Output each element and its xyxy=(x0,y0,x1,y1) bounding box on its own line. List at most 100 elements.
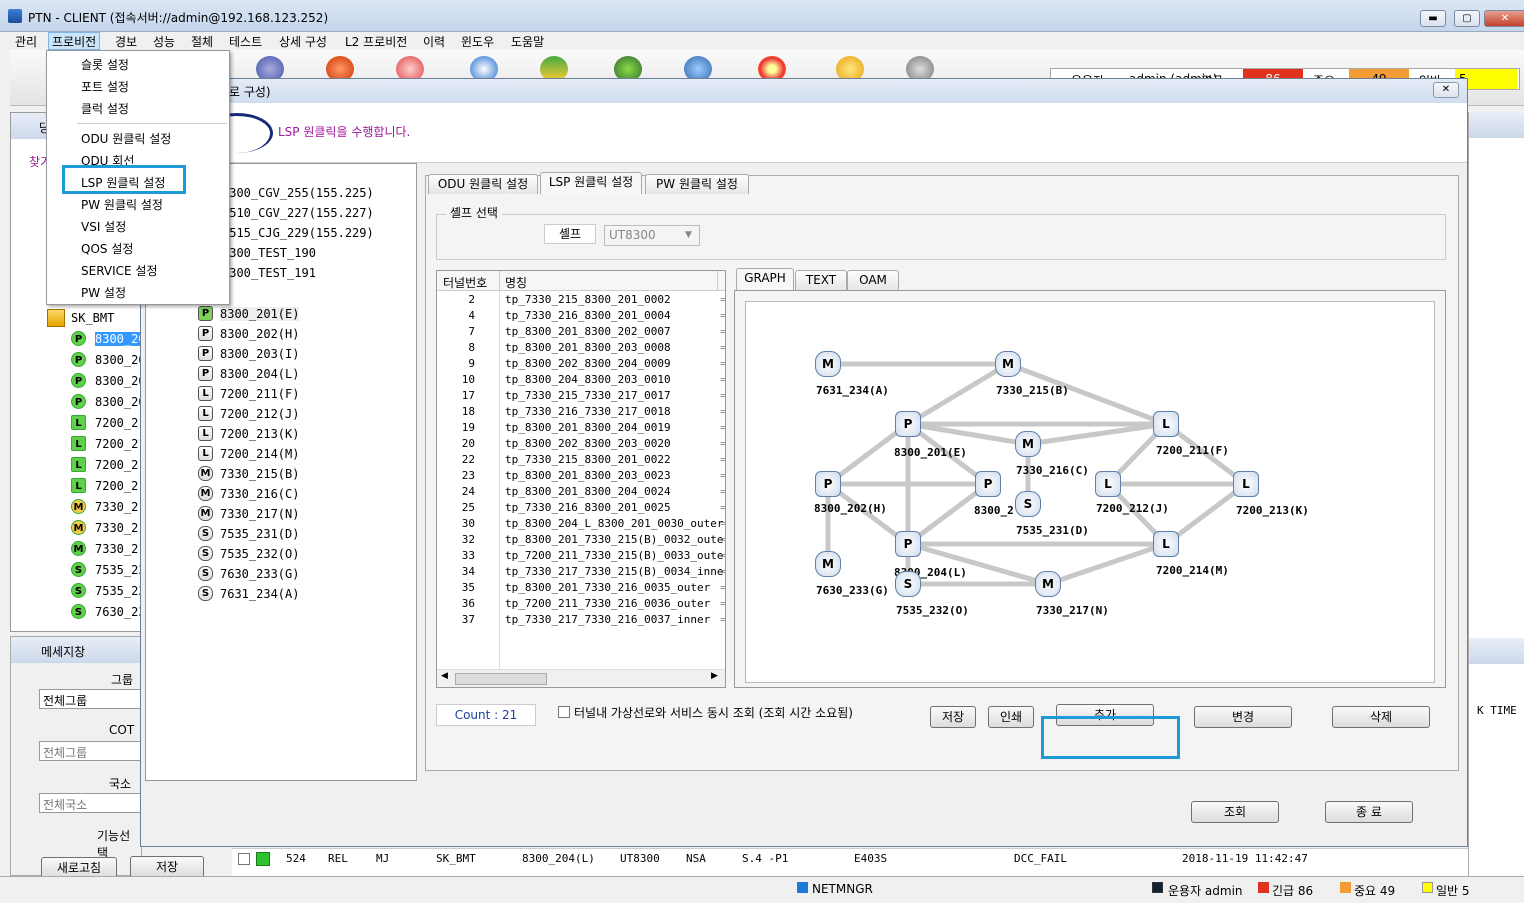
bg-tree-item[interactable]: 7535_231 xyxy=(95,563,153,577)
graph-node-l[interactable]: L xyxy=(1233,471,1259,497)
bg-tree-item[interactable]: 7535_232 xyxy=(95,584,153,598)
query-button[interactable]: 조회 xyxy=(1191,801,1279,823)
dialog-tree-node[interactable]: 7630_233(G) xyxy=(220,567,300,581)
horizontal-scrollbar[interactable]: ◀ ▶ xyxy=(437,669,725,687)
dropdown-item-3[interactable]: ODU 원클릭 설정 xyxy=(81,132,172,146)
bg-tree-item[interactable]: 8300_202 xyxy=(95,353,153,367)
user-icon[interactable] xyxy=(396,56,424,82)
bg-tree-item[interactable]: 7330_216 xyxy=(95,521,153,535)
menu-item-3[interactable]: 성능 xyxy=(153,35,176,49)
graph-node-l[interactable]: L xyxy=(1153,531,1179,557)
dialog-tree-node[interactable]: 7330_215(B) xyxy=(220,467,300,481)
menu-item-9[interactable]: 윈도우 xyxy=(461,35,495,49)
bell-icon[interactable] xyxy=(836,56,864,82)
msg-save-button-label[interactable]: 저장 xyxy=(130,856,204,878)
bg-tree-item[interactable]: 7630_233 xyxy=(95,605,153,619)
exit-button[interactable]: 종 료 xyxy=(1325,801,1413,823)
dialog-tree-node[interactable]: 8300_201(E) xyxy=(220,307,300,321)
dropdown-item-10[interactable]: PW 설정 xyxy=(81,286,126,300)
minimize-button[interactable]: ▬ xyxy=(1420,10,1446,27)
graph-node-l[interactable]: L xyxy=(1095,471,1121,497)
save-button[interactable]: 저장 xyxy=(930,706,976,728)
graph-tab-text[interactable]: TEXT xyxy=(795,270,847,290)
col-name[interactable]: 명칭 xyxy=(505,276,528,290)
bg-tree-item[interactable]: 7200_214 xyxy=(95,479,153,493)
bg-tree-item[interactable]: 7330_217 xyxy=(95,542,153,556)
target-icon[interactable] xyxy=(758,56,786,82)
menu-item-7[interactable]: L2 프로비전 xyxy=(345,35,408,49)
bg-tree-item[interactable]: 8300_203 xyxy=(95,374,153,388)
graph-tab-oam[interactable]: OAM xyxy=(847,270,899,290)
scroll-thumb[interactable] xyxy=(455,673,547,685)
dropdown-item-5[interactable]: LSP 원클릭 설정 xyxy=(81,176,166,190)
dropdown-item-7[interactable]: VSI 설정 xyxy=(81,220,127,234)
dropdown-item-6[interactable]: PW 원클릭 설정 xyxy=(81,198,163,212)
dialog-tree-node[interactable]: 7631_234(A) xyxy=(220,587,300,601)
chart-icon[interactable] xyxy=(540,56,568,82)
dropdown-item-8[interactable]: QOS 설정 xyxy=(81,242,134,256)
dropdown-item-0[interactable]: 슬롯 설정 xyxy=(81,58,129,72)
dialog-tree-node[interactable]: 7200_213(K) xyxy=(220,427,300,441)
menu-item-6[interactable]: 상세 구성 xyxy=(279,35,327,49)
graph-node-p[interactable]: P xyxy=(815,471,841,497)
graph-node-m[interactable]: M xyxy=(815,551,841,577)
menu-item-5[interactable]: 테스트 xyxy=(229,35,263,49)
dialog-tree-node[interactable]: 7535_232(O) xyxy=(220,547,300,561)
dialog-tree-group[interactable]: 8300_TEST_190 xyxy=(222,246,316,260)
dropdown-item-2[interactable]: 클럭 설정 xyxy=(81,102,129,116)
graph-node-m[interactable]: M xyxy=(1015,431,1041,457)
dialog-tree-group[interactable]: 8300_CGV_255(155.225) xyxy=(222,186,374,200)
bg-tree-item[interactable]: 7200_213 xyxy=(95,458,153,472)
graph-node-m[interactable]: M xyxy=(815,351,841,377)
dropdown-item-4[interactable]: ODU 회선 xyxy=(81,154,135,168)
tab-1[interactable]: LSP 원클릭 설정 xyxy=(540,172,642,194)
tab-2[interactable]: PW 원클릭 설정 xyxy=(645,174,749,194)
cot-select[interactable]: 전체그룹 xyxy=(39,741,143,761)
dialog-tree-group[interactable]: 7510_CGV_227(155.227) xyxy=(222,206,374,220)
network-icon[interactable] xyxy=(326,56,354,82)
menu-item-2[interactable]: 경보 xyxy=(115,35,138,49)
menu-item-0[interactable]: 관리 xyxy=(15,35,38,49)
graph-node-m[interactable]: M xyxy=(1035,571,1061,597)
dialog-tree-node[interactable]: 8300_202(H) xyxy=(220,327,300,341)
menu-item-8[interactable]: 이력 xyxy=(423,35,446,49)
row-checkbox[interactable] xyxy=(238,853,250,865)
dialog-tree-node[interactable]: 7330_217(N) xyxy=(220,507,300,521)
dialog-tree-group[interactable]: 7515_CJG_229(155.229) xyxy=(222,226,374,240)
graph-tab-graph[interactable]: GRAPH xyxy=(736,268,794,290)
dialog-close-button[interactable]: ✕ xyxy=(1433,82,1459,98)
scroll-left-icon[interactable]: ◀ xyxy=(441,671,448,681)
menu-item-4[interactable]: 절체 xyxy=(191,35,214,49)
graph-node-p[interactable]: P xyxy=(895,411,921,437)
maximize-button[interactable]: ▢ xyxy=(1454,10,1480,27)
dialog-tree-node[interactable]: 8300_203(I) xyxy=(220,347,300,361)
graph-node-p[interactable]: P xyxy=(975,471,1001,497)
menu-item-10[interactable]: 도움말 xyxy=(511,35,545,49)
dropdown-item-9[interactable]: SERVICE 설정 xyxy=(81,264,158,278)
scroll-right-icon[interactable]: ▶ xyxy=(711,671,718,681)
change-button[interactable]: 변경 xyxy=(1194,706,1292,728)
graph-node-l[interactable]: L xyxy=(1153,411,1179,437)
bg-tree-item[interactable]: 8300_204 xyxy=(95,395,153,409)
bug-icon[interactable] xyxy=(614,56,642,82)
concurrent-query-checkbox[interactable] xyxy=(558,706,570,718)
close-button[interactable]: ✕ xyxy=(1484,10,1524,27)
tab-0[interactable]: ODU 원클릭 설정 xyxy=(428,174,538,194)
